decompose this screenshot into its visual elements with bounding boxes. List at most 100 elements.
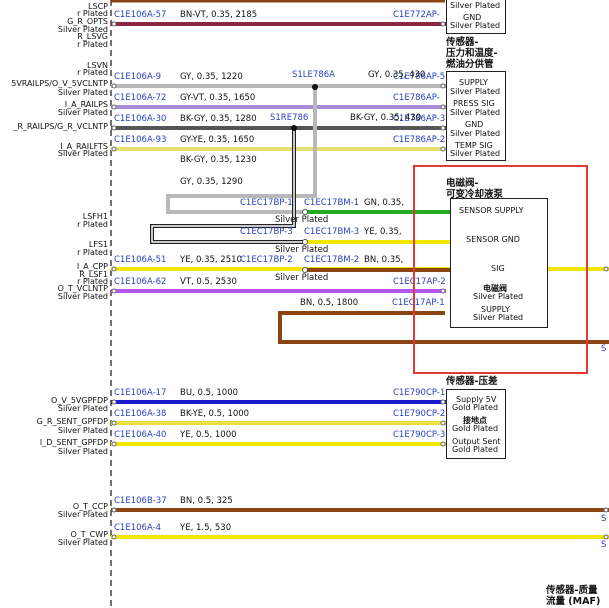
diff-pin-supply: Supply 5V [456, 395, 497, 404]
left-label: Silver Plated [57, 538, 108, 547]
wire-end-connector: C1E786AP-3 [393, 114, 446, 124]
valve-pin-supply: SUPPLY [481, 305, 510, 314]
wire-terminal [440, 83, 446, 89]
wire-spec: GY-YE, 0.35, 1650 [180, 135, 255, 145]
left-label: _R_RAILPS/G_R_VCLNTP [13, 122, 108, 131]
left-label: I_D_SENT_GPFDP [39, 438, 108, 447]
splice-spec-s2: BK-GY, 0.35, 430 [350, 113, 422, 123]
wire-end-connector: C1E786AP- [393, 93, 440, 103]
diff-sensor-title: 传感器-压差 [446, 376, 498, 387]
wire-id: C1E106A-72 [114, 93, 167, 103]
pressure-sensor-title: 传感器- 压力和温度- 燃油分供管 [446, 37, 498, 70]
branch-bkgy-spec: BK-GY, 0.35, 1230 [180, 155, 257, 165]
branch-wires [111, 0, 609, 344]
wire-terminal [111, 441, 117, 447]
wire-spec: BK-YE, 0.5, 1000 [180, 409, 250, 419]
wire-terminal [440, 399, 446, 405]
wire-terminal [111, 21, 117, 27]
left-label: Silver Plated [57, 149, 108, 158]
branch-bn-spec: BN, 0.5, 1800 [300, 298, 359, 308]
valve-box: SENSOR SUPPLY SENSOR GND SIG 电磁阀 Silver … [450, 198, 548, 328]
left-label: r Plated [77, 40, 108, 49]
left-label: Silver Plated [57, 510, 108, 519]
wire-terminal [111, 399, 117, 405]
wire-terminal [111, 125, 117, 131]
left-label: G_R_SENT_GPFDP [36, 417, 108, 426]
splice-spec-s1: GY, 0.35, 430 [368, 70, 426, 80]
wire-spec: YE, 0.5, 1000 [180, 430, 237, 440]
pressure-pin-supply: SUPPLY [459, 78, 488, 87]
left-label: O_V_5VGPFDP [51, 396, 108, 405]
wire-end-connector: C1E790CP-3 [393, 430, 446, 440]
wire-terminal [440, 146, 446, 152]
left-label: Silver Plated [57, 108, 108, 117]
wire-end-connector: C1E772AP- [393, 10, 440, 20]
wire-end-connector: C1E786AP-2 [393, 135, 446, 145]
pressure-pin-gnd: GND [465, 120, 484, 129]
left-label: r Plated [77, 9, 108, 18]
branch-bn-end: C1EC17AP-1 [392, 298, 445, 308]
maf-sensor-title: 传感器-质量 流量 (MAF) [546, 585, 601, 607]
wire-id: C1E106B-37 [114, 496, 167, 506]
left-label: Silver Plated [57, 404, 108, 413]
edge-label-s-2: S [601, 514, 607, 524]
valve-pin-silver-0: Silver Plated [473, 292, 524, 301]
valve-pin-silver-1: Silver Plated [473, 313, 524, 322]
wire-spec: YE, 1.5, 530 [180, 523, 232, 533]
valve-sub-title: 电磁阀 [483, 284, 507, 293]
left-label: 5VRAILPS/O_V_5VCLNTP [11, 79, 108, 88]
branch-silver-3: Silver Plated [275, 245, 329, 255]
wire-terminal [111, 507, 117, 513]
wire-id: C1E106A-51 [114, 255, 167, 265]
wire-terminal [440, 420, 446, 426]
branch-silver-1: Silver Plated [275, 215, 329, 225]
wire-id: C1E106A-62 [114, 277, 167, 287]
pressure-pin-press: PRESS SIG [453, 99, 495, 108]
wire-terminal [111, 288, 117, 294]
valve-pin-sensor-supply: SENSOR SUPPLY [459, 206, 524, 215]
branch-bm1-spec: GN, 0.35, [364, 198, 404, 208]
branch-bp1: C1EC17BP-1 [240, 198, 293, 208]
wire-bn-1800 [278, 311, 609, 344]
pressure-sensor-box: SUPPLY Silver Plated PRESS SIG Silver Pl… [446, 71, 506, 161]
branch-bm3-spec: YE, 0.35, [364, 227, 402, 237]
left-label: R_LSF1 [79, 270, 108, 279]
branch-bm2-spec: BN, 0.35, [364, 255, 404, 265]
left-label: Silver Plated [57, 426, 108, 435]
left-label: LSVN [87, 61, 108, 70]
diff-sensor-box: Supply 5V Gold Plated 接地点 Gold Plated Ou… [446, 389, 506, 459]
pressure-pin-temp: TEMP SIG [455, 141, 493, 150]
wire-terminal [111, 146, 117, 152]
left-label: I_A_CPP [76, 262, 108, 271]
pressure-pin-silver-3: Silver Plated [450, 149, 501, 158]
wire-terminal [603, 507, 609, 513]
splice-node-1 [312, 84, 318, 90]
pressure-pin-silver-2: Silver Plated [450, 129, 501, 138]
left-label: G_R_OPTS [67, 17, 108, 26]
wire-spec: VT, 0.5, 2530 [180, 277, 237, 287]
branch-bm3: C1EC17BM-3 [304, 227, 360, 237]
diff-pin-output: Output Sent [452, 437, 501, 446]
wire-id: C1E106A-40 [114, 430, 167, 440]
top-pin-0: Silver Plated [450, 1, 501, 10]
diff-pin-ground: 接地点 [463, 416, 487, 425]
left-label: Silver Plated [57, 292, 108, 301]
left-label: Silver Plated [57, 447, 108, 456]
left-label: I_A_RAILPS [64, 100, 108, 109]
wire-terminal [603, 266, 609, 272]
pressure-pin-silver-0: Silver Plated [450, 87, 501, 96]
wire-id: C1E106A-4 [114, 523, 162, 533]
wire-terminal [111, 534, 117, 540]
wire-spec: BU, 0.5, 1000 [180, 388, 239, 398]
wire-end-connector: C1E786AP-5 [393, 72, 446, 82]
wire-terminal [111, 266, 117, 272]
wire-terminal [603, 534, 609, 540]
wire-spec: GY, 0.35, 1220 [180, 72, 243, 82]
branch-gy-spec: GY, 0.35, 1290 [180, 177, 243, 187]
valve-title: 电磁阀- 可变冷却液泵 [446, 178, 504, 200]
valve-pin-sig: SIG [491, 264, 505, 273]
wire-terminal [440, 288, 446, 294]
left-label: Silver Plated [57, 25, 108, 34]
wire-bkgy-branch-inner [151, 128, 305, 243]
wire-end-connector: C1E790CP-2 [393, 409, 446, 419]
